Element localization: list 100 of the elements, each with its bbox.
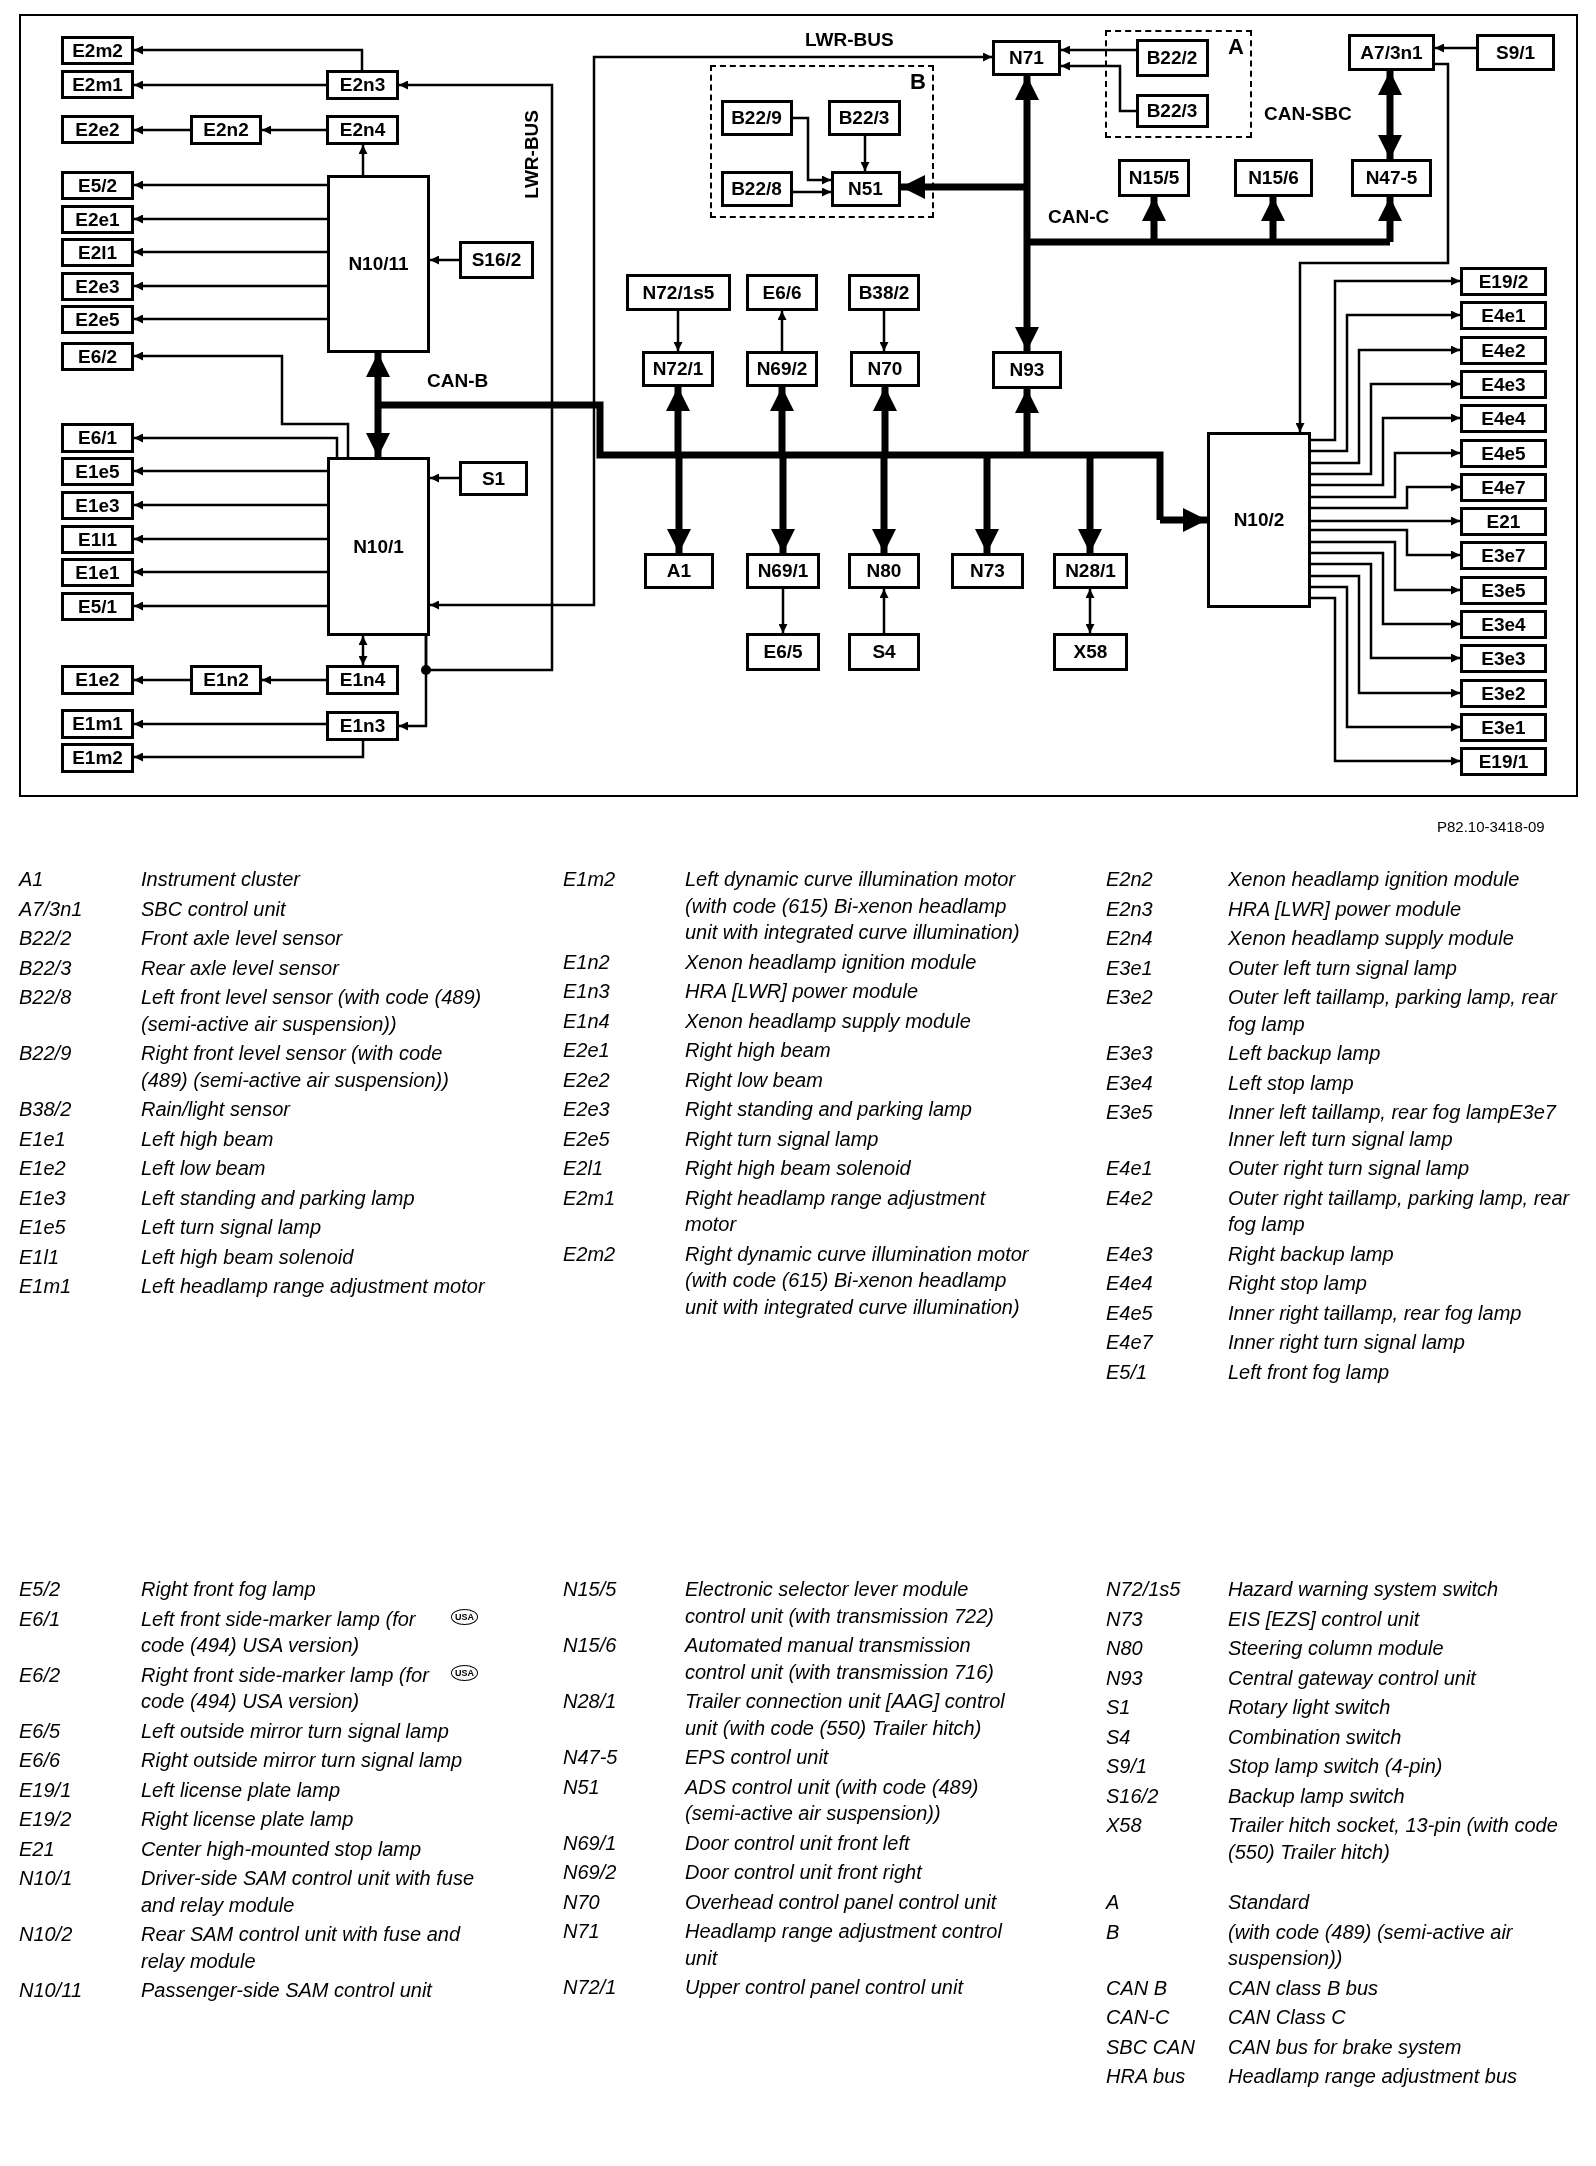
bus-connector bbox=[1160, 508, 1207, 532]
key-description: Right front fog lamp bbox=[141, 1577, 317, 1602]
component-box: N93 bbox=[992, 351, 1062, 389]
key-code: S16/2 bbox=[1106, 1783, 1160, 1809]
key-description: Left front level sensor (with code (489) (semi-active air suspension)) bbox=[141, 985, 483, 1037]
component-box: E4e1 bbox=[1460, 301, 1547, 330]
component-box: N15/6 bbox=[1234, 159, 1313, 197]
key-description: Standard bbox=[1228, 1890, 1311, 1915]
key-code: E3e5 bbox=[1106, 1100, 1154, 1125]
component-box: N69/2 bbox=[746, 351, 818, 387]
dashed-group-frame bbox=[1105, 30, 1252, 138]
bus-connector bbox=[1261, 197, 1285, 242]
bus-connector bbox=[975, 455, 999, 553]
component-box: E2m1 bbox=[61, 70, 134, 99]
key-description: Combination switch bbox=[1228, 1724, 1403, 1750]
component-box: E5/1 bbox=[61, 592, 134, 621]
key-code: SBC CAN bbox=[1106, 2034, 1196, 2060]
key-code: E3e1 bbox=[1106, 955, 1154, 981]
key-code: N80 bbox=[1106, 1636, 1144, 1661]
component-box: E1n3 bbox=[326, 711, 399, 741]
arrow bbox=[778, 589, 788, 633]
key-code: B22/3 bbox=[19, 955, 73, 981]
key-description: Inner right turn signal lamp bbox=[1228, 1330, 1466, 1355]
key-code: E6/6 bbox=[19, 1748, 62, 1773]
key-description: Right front side-marker lamp (for code (494) USA version) bbox=[141, 1662, 431, 1714]
key-description: Right backup lamp bbox=[1228, 1241, 1395, 1267]
key-code: N69/2 bbox=[563, 1860, 618, 1885]
key-code: N69/1 bbox=[563, 1830, 618, 1856]
key-code: E6/1 bbox=[19, 1606, 62, 1632]
component-box: E3e3 bbox=[1460, 644, 1547, 673]
arrow bbox=[134, 601, 327, 611]
key-description: Outer left turn signal lamp bbox=[1228, 955, 1458, 981]
key-code: E1n2 bbox=[563, 949, 611, 975]
key-code: E3e4 bbox=[1106, 1070, 1154, 1096]
arrow bbox=[134, 534, 327, 544]
component-box: S1 bbox=[459, 461, 528, 496]
key-code: E1m2 bbox=[563, 867, 617, 892]
component-box: S16/2 bbox=[459, 241, 534, 279]
key-description: Passenger-side SAM control unit bbox=[141, 1978, 434, 2003]
arrow bbox=[134, 500, 327, 510]
arrow bbox=[1061, 61, 1136, 113]
arrow bbox=[879, 589, 889, 633]
key-description: CAN bus for brake system bbox=[1228, 2034, 1463, 2060]
key-code: X58 bbox=[1106, 1813, 1143, 1838]
key-code: A7/3n1 bbox=[19, 896, 84, 922]
key-description: Left license plate lamp bbox=[141, 1777, 341, 1803]
key-description: Left stop lamp bbox=[1228, 1070, 1355, 1096]
arrow bbox=[134, 719, 326, 729]
key-description: Right high beam solenoid bbox=[685, 1156, 912, 1181]
component-box: E19/1 bbox=[1460, 747, 1547, 776]
key-code: B22/8 bbox=[19, 985, 73, 1010]
arrow bbox=[879, 311, 889, 351]
key-code: CAN-C bbox=[1106, 2005, 1171, 2030]
bus-connector bbox=[1015, 389, 1039, 455]
key-code: E1e2 bbox=[19, 1156, 67, 1181]
key-code: E2e1 bbox=[563, 1038, 611, 1063]
arrow bbox=[134, 247, 327, 257]
component-box: N15/5 bbox=[1118, 159, 1190, 197]
component-box: E2n2 bbox=[190, 115, 262, 145]
component-box: E4e3 bbox=[1460, 370, 1547, 399]
component-box: E3e2 bbox=[1460, 679, 1547, 708]
key-code: HRA bus bbox=[1106, 2064, 1187, 2089]
arrow bbox=[1311, 585, 1460, 732]
arrow bbox=[134, 180, 327, 190]
arrow bbox=[134, 567, 327, 577]
component-box: N80 bbox=[848, 553, 920, 589]
key-code: E6/5 bbox=[19, 1718, 62, 1744]
key-description: Xenon headlamp supply module bbox=[685, 1008, 972, 1034]
component-box: E3e1 bbox=[1460, 713, 1547, 742]
key-description: Right license plate lamp bbox=[141, 1807, 355, 1832]
key-description: Hazard warning system switch bbox=[1228, 1577, 1500, 1602]
arrow bbox=[1311, 310, 1460, 453]
key-description: Front axle level sensor bbox=[141, 926, 344, 951]
arrow bbox=[134, 351, 350, 457]
key-code: E19/2 bbox=[19, 1807, 73, 1832]
key-description: Left headlamp range adjustment motor bbox=[141, 1274, 486, 1299]
arrow bbox=[1311, 528, 1460, 560]
key-description: Right low beam bbox=[685, 1067, 824, 1093]
arrow bbox=[1311, 345, 1460, 465]
arrow bbox=[399, 80, 554, 672]
key-code: N15/6 bbox=[563, 1633, 618, 1658]
key-code: E1e5 bbox=[19, 1215, 67, 1240]
key-code: E1n4 bbox=[563, 1008, 611, 1034]
component-box: N72/1 bbox=[642, 351, 714, 387]
bus-connector bbox=[872, 455, 896, 553]
key-description: Headlamp range adjustment bus bbox=[1228, 2064, 1519, 2089]
key-description: Backup lamp switch bbox=[1228, 1783, 1406, 1809]
key-code: E3e2 bbox=[1106, 985, 1154, 1010]
key-description: Rain/light sensor bbox=[141, 1097, 292, 1122]
key-description: (with code (489) (semi-active air suspension)) bbox=[1228, 1919, 1514, 1971]
key-code: B22/9 bbox=[19, 1041, 73, 1066]
arrow bbox=[1311, 413, 1460, 487]
key-code: E21 bbox=[19, 1836, 56, 1862]
component-box: X58 bbox=[1053, 633, 1128, 671]
arrow bbox=[262, 125, 326, 135]
key-code: S9/1 bbox=[1106, 1754, 1149, 1779]
key-code: E1e3 bbox=[19, 1185, 67, 1211]
key-description: Inner right taillamp, rear fog lamp bbox=[1228, 1300, 1523, 1326]
arrow bbox=[134, 741, 365, 762]
component-box: E3e7 bbox=[1460, 541, 1547, 570]
